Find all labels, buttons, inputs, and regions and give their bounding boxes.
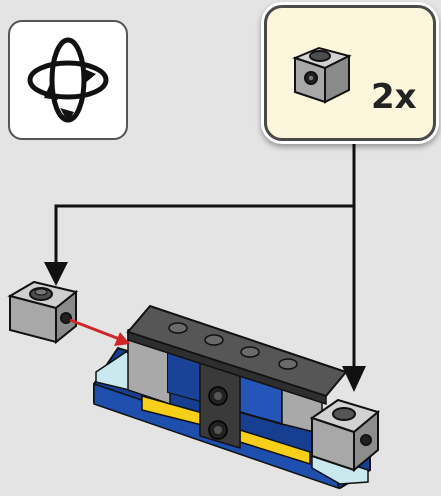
tile-studs [168, 322, 298, 370]
headlight-brick-placed [309, 398, 381, 473]
pointer-arrowhead-right [342, 366, 366, 392]
placement-arrow [69, 318, 130, 346]
rotate-model-indicator [8, 20, 128, 140]
part-quantity: 2x [371, 77, 417, 117]
headlight-brick-loose [7, 280, 79, 345]
model-assembly [93, 304, 381, 490]
parts-callout: 2x [264, 5, 436, 141]
rotate-model-icon [27, 37, 109, 123]
headlight-brick-icon [292, 46, 352, 104]
pointer-lines [54, 140, 356, 366]
pointer-arrowhead-left [44, 262, 68, 286]
